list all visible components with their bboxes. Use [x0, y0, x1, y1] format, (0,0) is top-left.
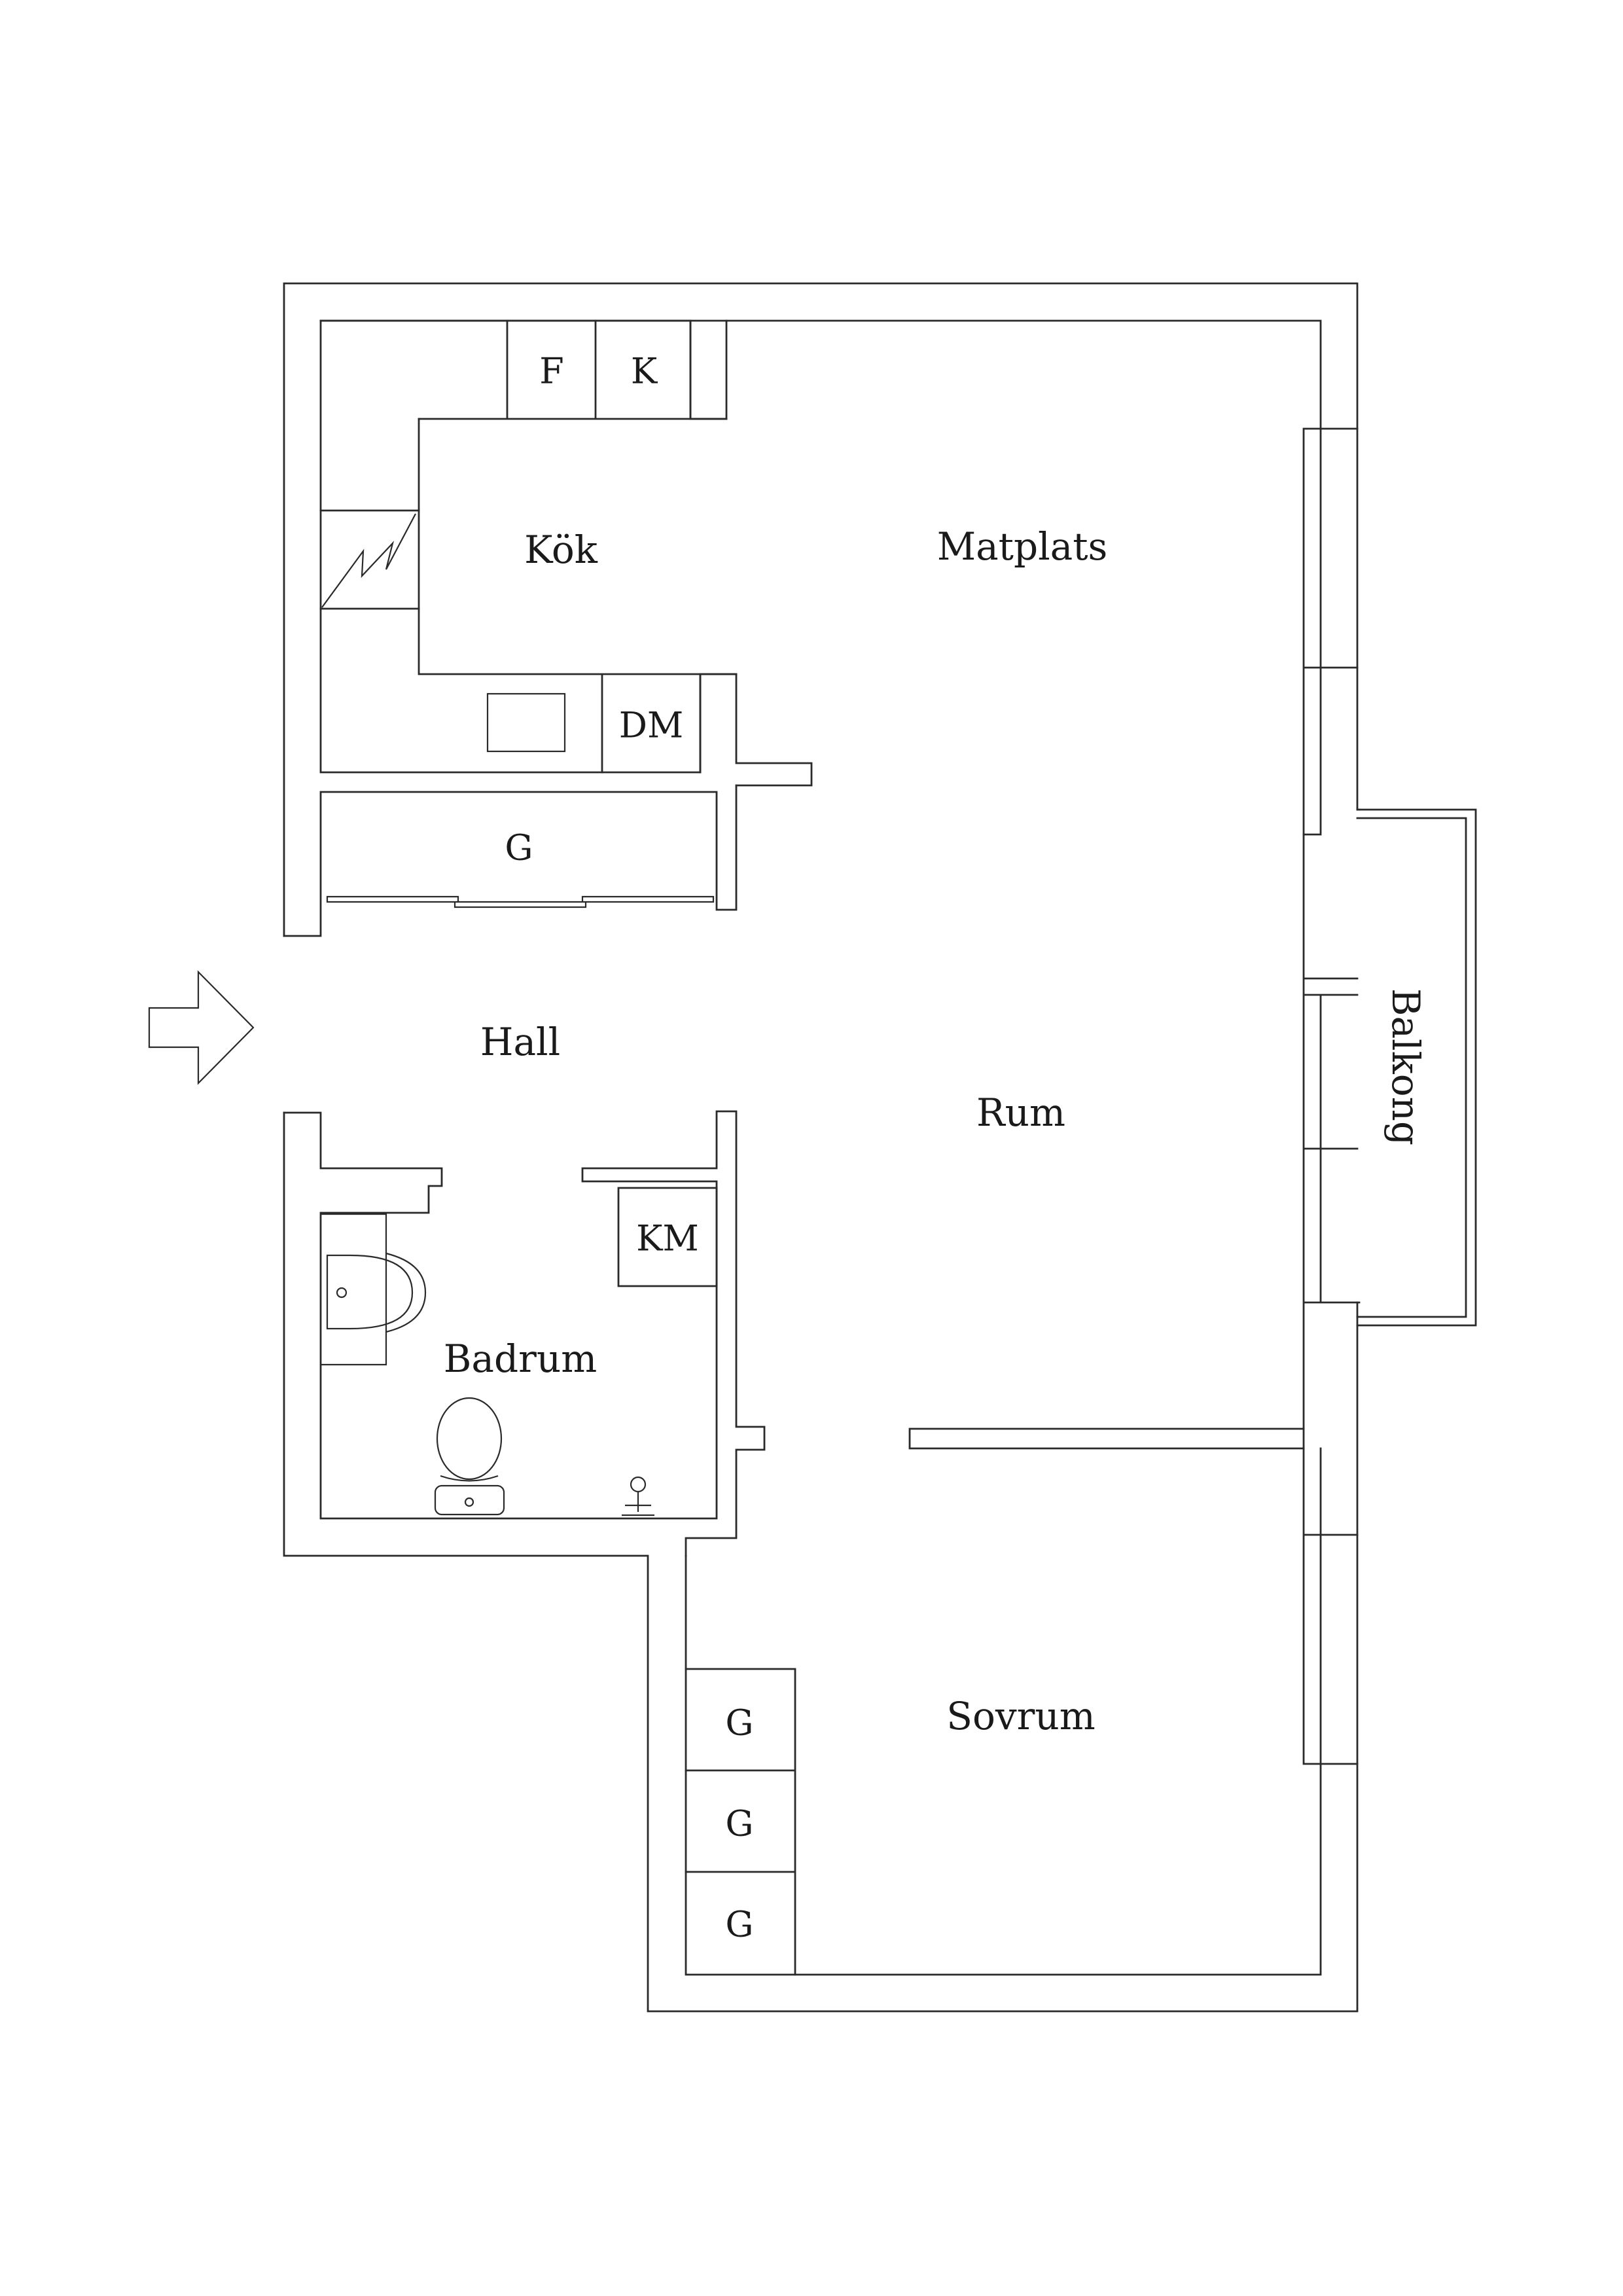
room-label-balkong: Balkong [1383, 988, 1428, 1145]
bedroom-walls [685, 1427, 1359, 1976]
label-bedroom-wardrobe-1: G [725, 1702, 753, 1744]
label-bedroom-wardrobe-3: G [725, 1904, 753, 1945]
shower-icon [622, 1476, 654, 1516]
washbasin-icon [321, 1213, 427, 1366]
stove-icon [321, 513, 416, 608]
room-label-hall: Hall [480, 1020, 560, 1064]
entrance-arrow-icon [148, 970, 255, 1085]
toilet-icon [434, 1397, 505, 1516]
label-washing-machine: KM [636, 1218, 699, 1259]
label-freezer: F [539, 351, 563, 392]
label-bedroom-wardrobe-2: G [725, 1803, 753, 1844]
kitchen-sink-icon [486, 692, 566, 753]
room-label-sovrum: Sovrum [946, 1694, 1096, 1738]
hall-wardrobe [283, 784, 738, 937]
room-label-kok: Kök [524, 528, 598, 572]
bathroom-walls [283, 1110, 766, 1557]
balcony: Balkong [1356, 808, 1477, 1327]
kitchen-walls [319, 319, 813, 787]
outer-walls [283, 282, 1361, 2013]
label-dishwasher: DM [619, 705, 684, 746]
room-label-badrum: Badrum [444, 1336, 597, 1381]
label-hall-wardrobe: G [505, 827, 533, 869]
label-fridge: K [631, 351, 658, 392]
room-label-rum: Rum [976, 1090, 1065, 1135]
room-label-matplats: Matplats [937, 524, 1108, 569]
rum-windows [1302, 833, 1359, 1430]
